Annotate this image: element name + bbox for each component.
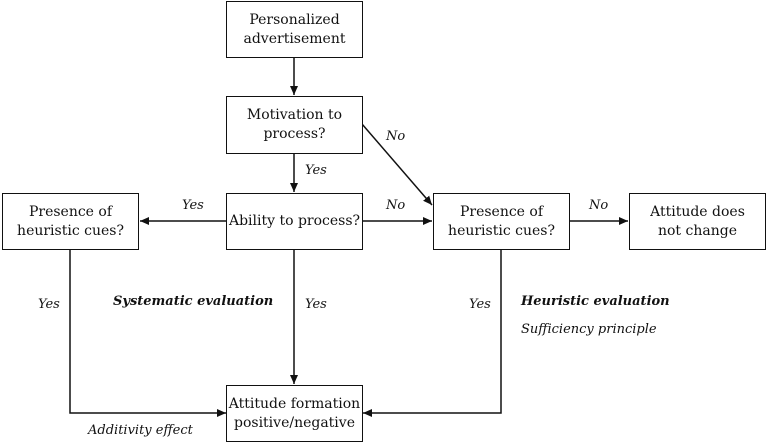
sufficiency-principle-label: Sufficiency principle — [521, 322, 657, 337]
attitude-formation-box: Attitude formation positive/negative — [226, 385, 363, 442]
motivation-no-label: No — [386, 129, 406, 144]
motivation-box: Motivation to process? — [226, 96, 363, 154]
heuristic-cues-left-box: Presence of heuristic cues? — [2, 193, 139, 250]
ability-yes-left-label: Yes — [182, 198, 204, 213]
arrow-motivation-to-cues-right — [361, 123, 433, 206]
personalized-advertisement-label: Personalized advertisement — [243, 11, 346, 47]
personalized-advertisement-box: Personalized advertisement — [226, 1, 363, 58]
heuristic-cues-right-label: Presence of heuristic cues? — [448, 203, 555, 239]
attitude-no-change-box: Attitude does not change — [629, 193, 766, 250]
heuristic-cues-right-box: Presence of heuristic cues? — [433, 193, 570, 250]
systematic-evaluation-label: Systematic evaluation — [113, 294, 274, 309]
motivation-yes-label: Yes — [305, 163, 327, 178]
cues-right-yes-label: Yes — [469, 297, 491, 312]
heuristic-cues-left-label: Presence of heuristic cues? — [17, 203, 124, 239]
ability-box: Ability to process? — [226, 193, 363, 250]
attitude-formation-label: Attitude formation positive/negative — [228, 395, 361, 431]
additivity-effect-label: Additivity effect — [88, 423, 193, 438]
cues-left-yes-label: Yes — [38, 297, 60, 312]
arrow-cues-right-to-formation — [363, 250, 502, 417]
arrow-cues-left-to-formation — [69, 250, 226, 417]
ability-yes-down-label: Yes — [305, 297, 327, 312]
ability-label: Ability to process? — [228, 213, 361, 229]
cues-right-no-label: No — [589, 198, 609, 213]
attitude-no-change-label: Attitude does not change — [650, 203, 745, 239]
heuristic-evaluation-label: Heuristic evaluation — [521, 294, 670, 309]
ability-no-label: No — [386, 198, 406, 213]
motivation-label: Motivation to process? — [246, 107, 343, 142]
